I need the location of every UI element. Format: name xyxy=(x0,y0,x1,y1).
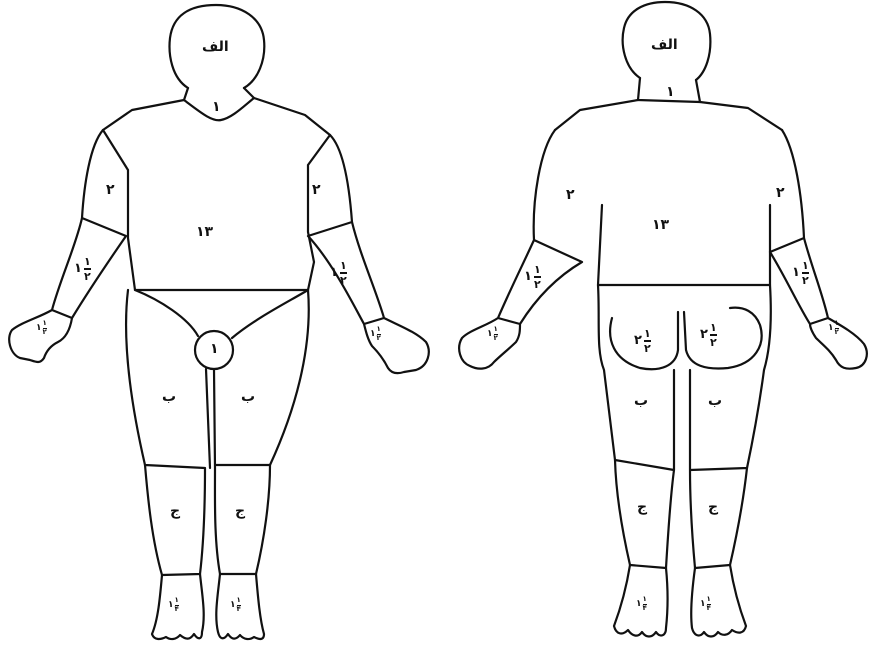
numerator: ۱ xyxy=(237,597,241,604)
back-leg-left-label: ج xyxy=(708,500,718,514)
whole: ۱ xyxy=(487,330,493,339)
whole: ۱ xyxy=(370,330,376,339)
denominator: ۲ xyxy=(340,275,347,286)
denominator: ۲ xyxy=(802,275,809,286)
front-thigh-right-label: ب xyxy=(162,390,176,404)
whole: ۲ xyxy=(634,334,642,347)
back-torso-outline xyxy=(555,100,782,285)
front-trunk-label: ۱۳ xyxy=(196,225,213,239)
denominator: ۲ xyxy=(494,335,498,342)
denominator: ۲ xyxy=(644,343,651,354)
whole: ۱ xyxy=(168,601,174,610)
whole: ۱ xyxy=(230,601,236,610)
front-upper-arm-right-label: ۲ xyxy=(106,183,115,197)
denominator: ۲ xyxy=(84,271,91,282)
numerator: ۱ xyxy=(835,320,839,327)
back-upper-arm-left-label: ۲ xyxy=(776,186,785,200)
denominator: ۴ xyxy=(237,606,241,613)
numerator: ۱ xyxy=(84,256,91,267)
back-arm-left-outline xyxy=(770,130,867,369)
front-thigh-left-label: ب xyxy=(241,390,255,404)
front-neck-label: ۱ xyxy=(212,100,221,114)
denominator: ۴ xyxy=(643,605,647,612)
denominator: ۲ xyxy=(710,337,717,348)
back-leg-right-label: ج xyxy=(637,500,647,514)
front-head-label: الف xyxy=(202,40,229,54)
numerator: ۱ xyxy=(340,260,347,271)
numerator: ۱ xyxy=(494,326,498,333)
whole: ۱ xyxy=(828,324,834,333)
denominator: ۲ xyxy=(377,335,381,342)
front-pelvis-outline xyxy=(126,290,309,465)
whole: ۱ xyxy=(700,600,706,609)
whole: ۱ xyxy=(330,266,338,279)
front-upper-arm-left-label: ۲ xyxy=(312,183,321,197)
front-genital-label: ۱ xyxy=(210,342,219,356)
back-thigh-right-label: ب xyxy=(634,394,648,408)
front-arm-left-outline xyxy=(308,135,429,373)
back-head-label: الف xyxy=(651,38,678,52)
back-thigh-left-label: ب xyxy=(708,394,722,408)
whole: ۱ xyxy=(74,262,82,275)
front-leg-right-label: ج xyxy=(170,504,180,518)
numerator: ۱ xyxy=(43,320,47,327)
front-leg-left-label: ج xyxy=(235,504,245,518)
whole: ۱ xyxy=(524,270,532,283)
numerator: ۱ xyxy=(710,322,717,333)
numerator: ۱ xyxy=(707,596,711,603)
numerator: ۱ xyxy=(377,326,381,333)
front-arm-right-outline xyxy=(9,130,126,362)
denominator: ۲ xyxy=(534,279,541,290)
denominator: ۴ xyxy=(707,605,711,612)
whole: ۲ xyxy=(700,328,708,341)
whole: ۱ xyxy=(636,600,642,609)
whole: ۱ xyxy=(792,266,800,279)
back-trunk-label: ۱۳ xyxy=(652,218,669,232)
back-arm-right-outline xyxy=(459,130,582,369)
denominator: ۴ xyxy=(175,606,179,613)
numerator: ۱ xyxy=(802,260,809,271)
numerator: ۱ xyxy=(175,597,179,604)
whole: ۱ xyxy=(36,324,42,333)
denominator: ۲ xyxy=(43,329,47,336)
denominator: ۲ xyxy=(835,329,839,336)
back-buttocks-outline xyxy=(598,285,771,468)
numerator: ۱ xyxy=(643,596,647,603)
numerator: ۱ xyxy=(644,328,651,339)
front-torso-outline xyxy=(103,98,330,290)
back-neck-label: ۱ xyxy=(666,85,675,99)
numerator: ۱ xyxy=(534,264,541,275)
back-upper-arm-right-label: ۲ xyxy=(566,188,575,202)
